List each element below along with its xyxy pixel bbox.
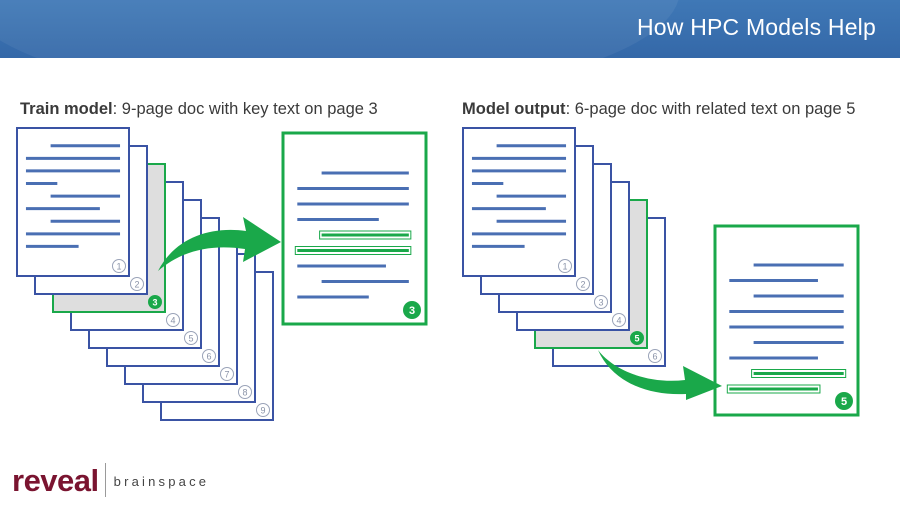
page-number-label: 8 <box>242 388 247 398</box>
logo-divider <box>104 463 106 497</box>
page-number-circle <box>202 349 216 363</box>
left-zoomed-page: 3 <box>281 131 428 326</box>
page-number-circle <box>148 295 162 309</box>
left-heading-bold: Train model <box>20 100 113 118</box>
page-title: How HPC Models Help <box>637 14 876 40</box>
page-number-label: 3 <box>598 298 603 308</box>
highlight-box <box>294 246 412 255</box>
zoom-page-number-label: 3 <box>409 305 415 317</box>
highlight-box <box>751 369 847 378</box>
logo-subtitle: brainspace <box>113 473 210 489</box>
page-number-circle <box>576 277 590 291</box>
left-page-stack: 9 8 7 6 5 4 3 2 1 <box>16 127 274 421</box>
page-sheet <box>462 127 576 277</box>
page-number-circle <box>594 295 608 309</box>
zoom-page-number-label: 5 <box>841 396 847 408</box>
stack-page: 1 <box>462 127 576 277</box>
page-number-circle <box>166 313 180 327</box>
left-panel-heading: Train model: 9-page doc with key text on… <box>20 100 378 119</box>
page-number-circle <box>558 259 572 273</box>
page-number-label: 4 <box>616 316 621 326</box>
right-panel-heading: Model output: 6-page doc with related te… <box>462 100 855 119</box>
right-zoomed-page: 5 <box>713 224 860 417</box>
right-flow-arrow <box>598 350 722 400</box>
left-flow-arrow <box>158 217 281 271</box>
page-number-label: 1 <box>562 262 567 272</box>
zoomed-page <box>713 224 860 417</box>
page-number-circle <box>184 331 198 345</box>
page-number-circle <box>648 349 662 363</box>
header-decoration <box>0 0 680 58</box>
header-banner: How HPC Models Help <box>0 0 900 58</box>
page-number-circle <box>238 385 252 399</box>
page-number-label: 1 <box>116 262 121 272</box>
page-sheet <box>16 127 130 277</box>
page-number-circle <box>130 277 144 291</box>
page-number-label: 3 <box>152 298 157 308</box>
logo-wordmark: reveal <box>12 462 99 498</box>
right-heading-rest: : 6-page doc with related text on page 5 <box>565 100 856 118</box>
zoomed-page <box>281 131 428 326</box>
page-number-label: 4 <box>170 316 175 326</box>
page-number-circle <box>112 259 126 273</box>
page-number-circle <box>612 313 626 327</box>
page-number-label: 5 <box>634 334 639 344</box>
highlight-box <box>726 384 821 394</box>
page-number-circle <box>256 403 270 417</box>
page-number-label: 2 <box>134 280 139 290</box>
highlight-box <box>319 230 412 240</box>
page-number-circle <box>220 367 234 381</box>
page-number-label: 7 <box>224 370 229 380</box>
right-heading-bold: Model output <box>462 100 566 118</box>
page-number-label: 6 <box>206 352 211 362</box>
page-number-label: 9 <box>260 406 265 416</box>
zoom-page-number-circle <box>403 301 421 319</box>
page-number-label: 6 <box>652 352 657 362</box>
page-number-label: 2 <box>580 280 585 290</box>
page-number-circle <box>630 331 644 345</box>
stack-page: 1 <box>16 127 130 277</box>
left-heading-rest: : 9-page doc with key text on page 3 <box>112 100 378 118</box>
right-page-stack: 6 5 4 3 2 1 <box>462 127 666 367</box>
company-logo: reveal brainspace <box>12 462 209 498</box>
page-number-label: 5 <box>188 334 193 344</box>
zoom-page-number-circle <box>835 392 853 410</box>
